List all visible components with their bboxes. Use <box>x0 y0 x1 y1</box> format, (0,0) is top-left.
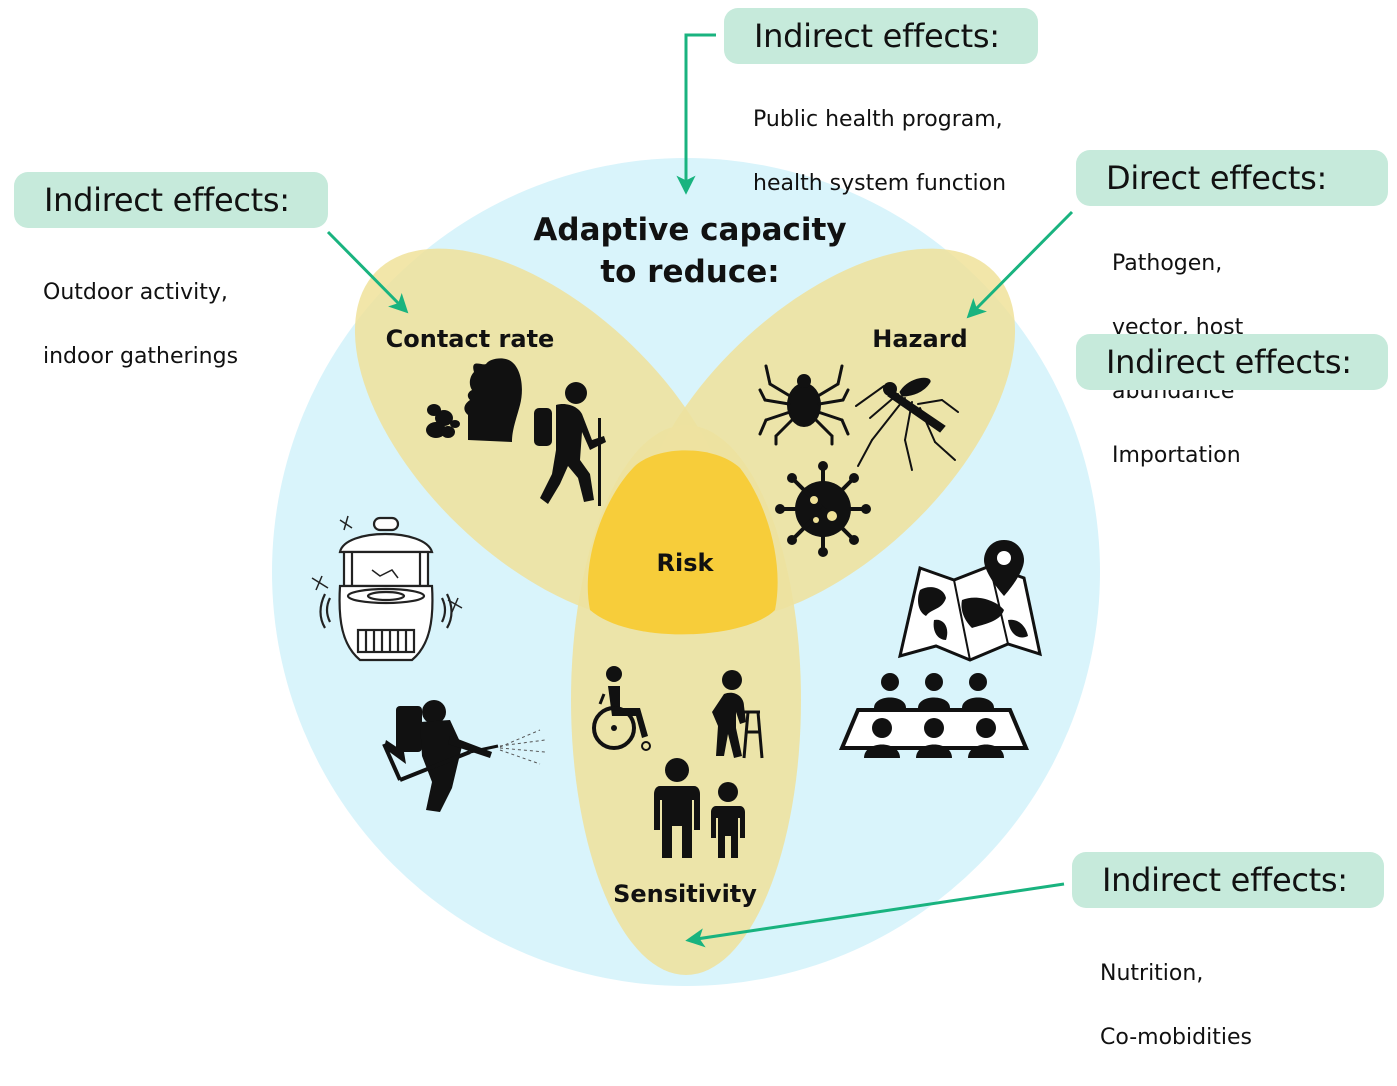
bottom-callout-heading: Indirect effects: <box>1072 852 1384 908</box>
hazard-label: Hazard <box>872 325 967 353</box>
bottom-callout-heading-text: Indirect effects: <box>1102 861 1348 899</box>
meeting-group-icon <box>838 673 1030 758</box>
top-arrow <box>676 33 716 195</box>
top-callout-line-1: Public health program, <box>753 107 1003 132</box>
world-map-pin-icon <box>897 540 1042 662</box>
bottom-arrow <box>685 882 1065 948</box>
risk-center <box>587 450 778 635</box>
top-callout-body: Public health program, health system fun… <box>753 72 1006 232</box>
elderly-walker-icon <box>712 670 764 759</box>
diagram-canvas: Adaptive capacity to reduce: Contact rat… <box>272 33 1100 986</box>
wheelchair-icon <box>592 666 651 751</box>
contact-rate-label: Contact rate <box>386 325 555 353</box>
left-arrow <box>326 230 409 314</box>
left-callout-heading: Indirect effects: <box>14 172 328 228</box>
left-callout-body: Outdoor activity, indoor gatherings <box>43 245 238 405</box>
right-direct-callout-body: Pathogen, vector, host abundance <box>1112 216 1243 440</box>
title-line-2: to reduce: <box>600 254 779 290</box>
hiker-icon <box>534 382 606 506</box>
risk-label: Risk <box>657 549 715 577</box>
right-indirect-callout-heading: Indirect effects: <box>1076 334 1388 390</box>
tick-icon <box>758 364 850 446</box>
mosquito-trap-icon <box>311 515 463 662</box>
virus-icon <box>775 461 871 557</box>
cough-icon <box>426 358 522 442</box>
right-direct-callout-line-1: Pathogen, <box>1112 251 1223 276</box>
title-line-1: Adaptive capacity <box>533 212 846 248</box>
right-arrow <box>966 210 1074 319</box>
mosquito-icon <box>855 377 959 471</box>
bottom-callout-body: Nutrition, Co-mobidities <box>1100 926 1252 1086</box>
left-callout-line-2: indoor gatherings <box>43 344 239 369</box>
bottom-callout-line-2: Co-mobidities <box>1100 1025 1252 1050</box>
top-callout-heading-text: Indirect effects: <box>754 17 1000 55</box>
right-indirect-callout-line-1: Importation <box>1112 443 1241 468</box>
left-callout-heading-text: Indirect effects: <box>44 181 290 219</box>
sensitivity-label: Sensitivity <box>613 880 757 908</box>
right-indirect-callout-heading-text: Indirect effects: <box>1106 343 1352 381</box>
right-direct-callout-heading: Direct effects: <box>1076 150 1388 206</box>
adult-child-icon <box>654 758 745 858</box>
bottom-callout-line-1: Nutrition, <box>1100 961 1204 986</box>
top-callout-heading: Indirect effects: <box>724 8 1038 64</box>
right-direct-callout-heading-text: Direct effects: <box>1106 159 1327 197</box>
top-callout-line-2: health system function <box>753 171 1007 196</box>
arrows <box>326 33 1074 948</box>
right-indirect-callout-body: Importation <box>1112 408 1241 504</box>
left-callout-line-1: Outdoor activity, <box>43 280 228 305</box>
sprayer-icon <box>382 700 546 812</box>
